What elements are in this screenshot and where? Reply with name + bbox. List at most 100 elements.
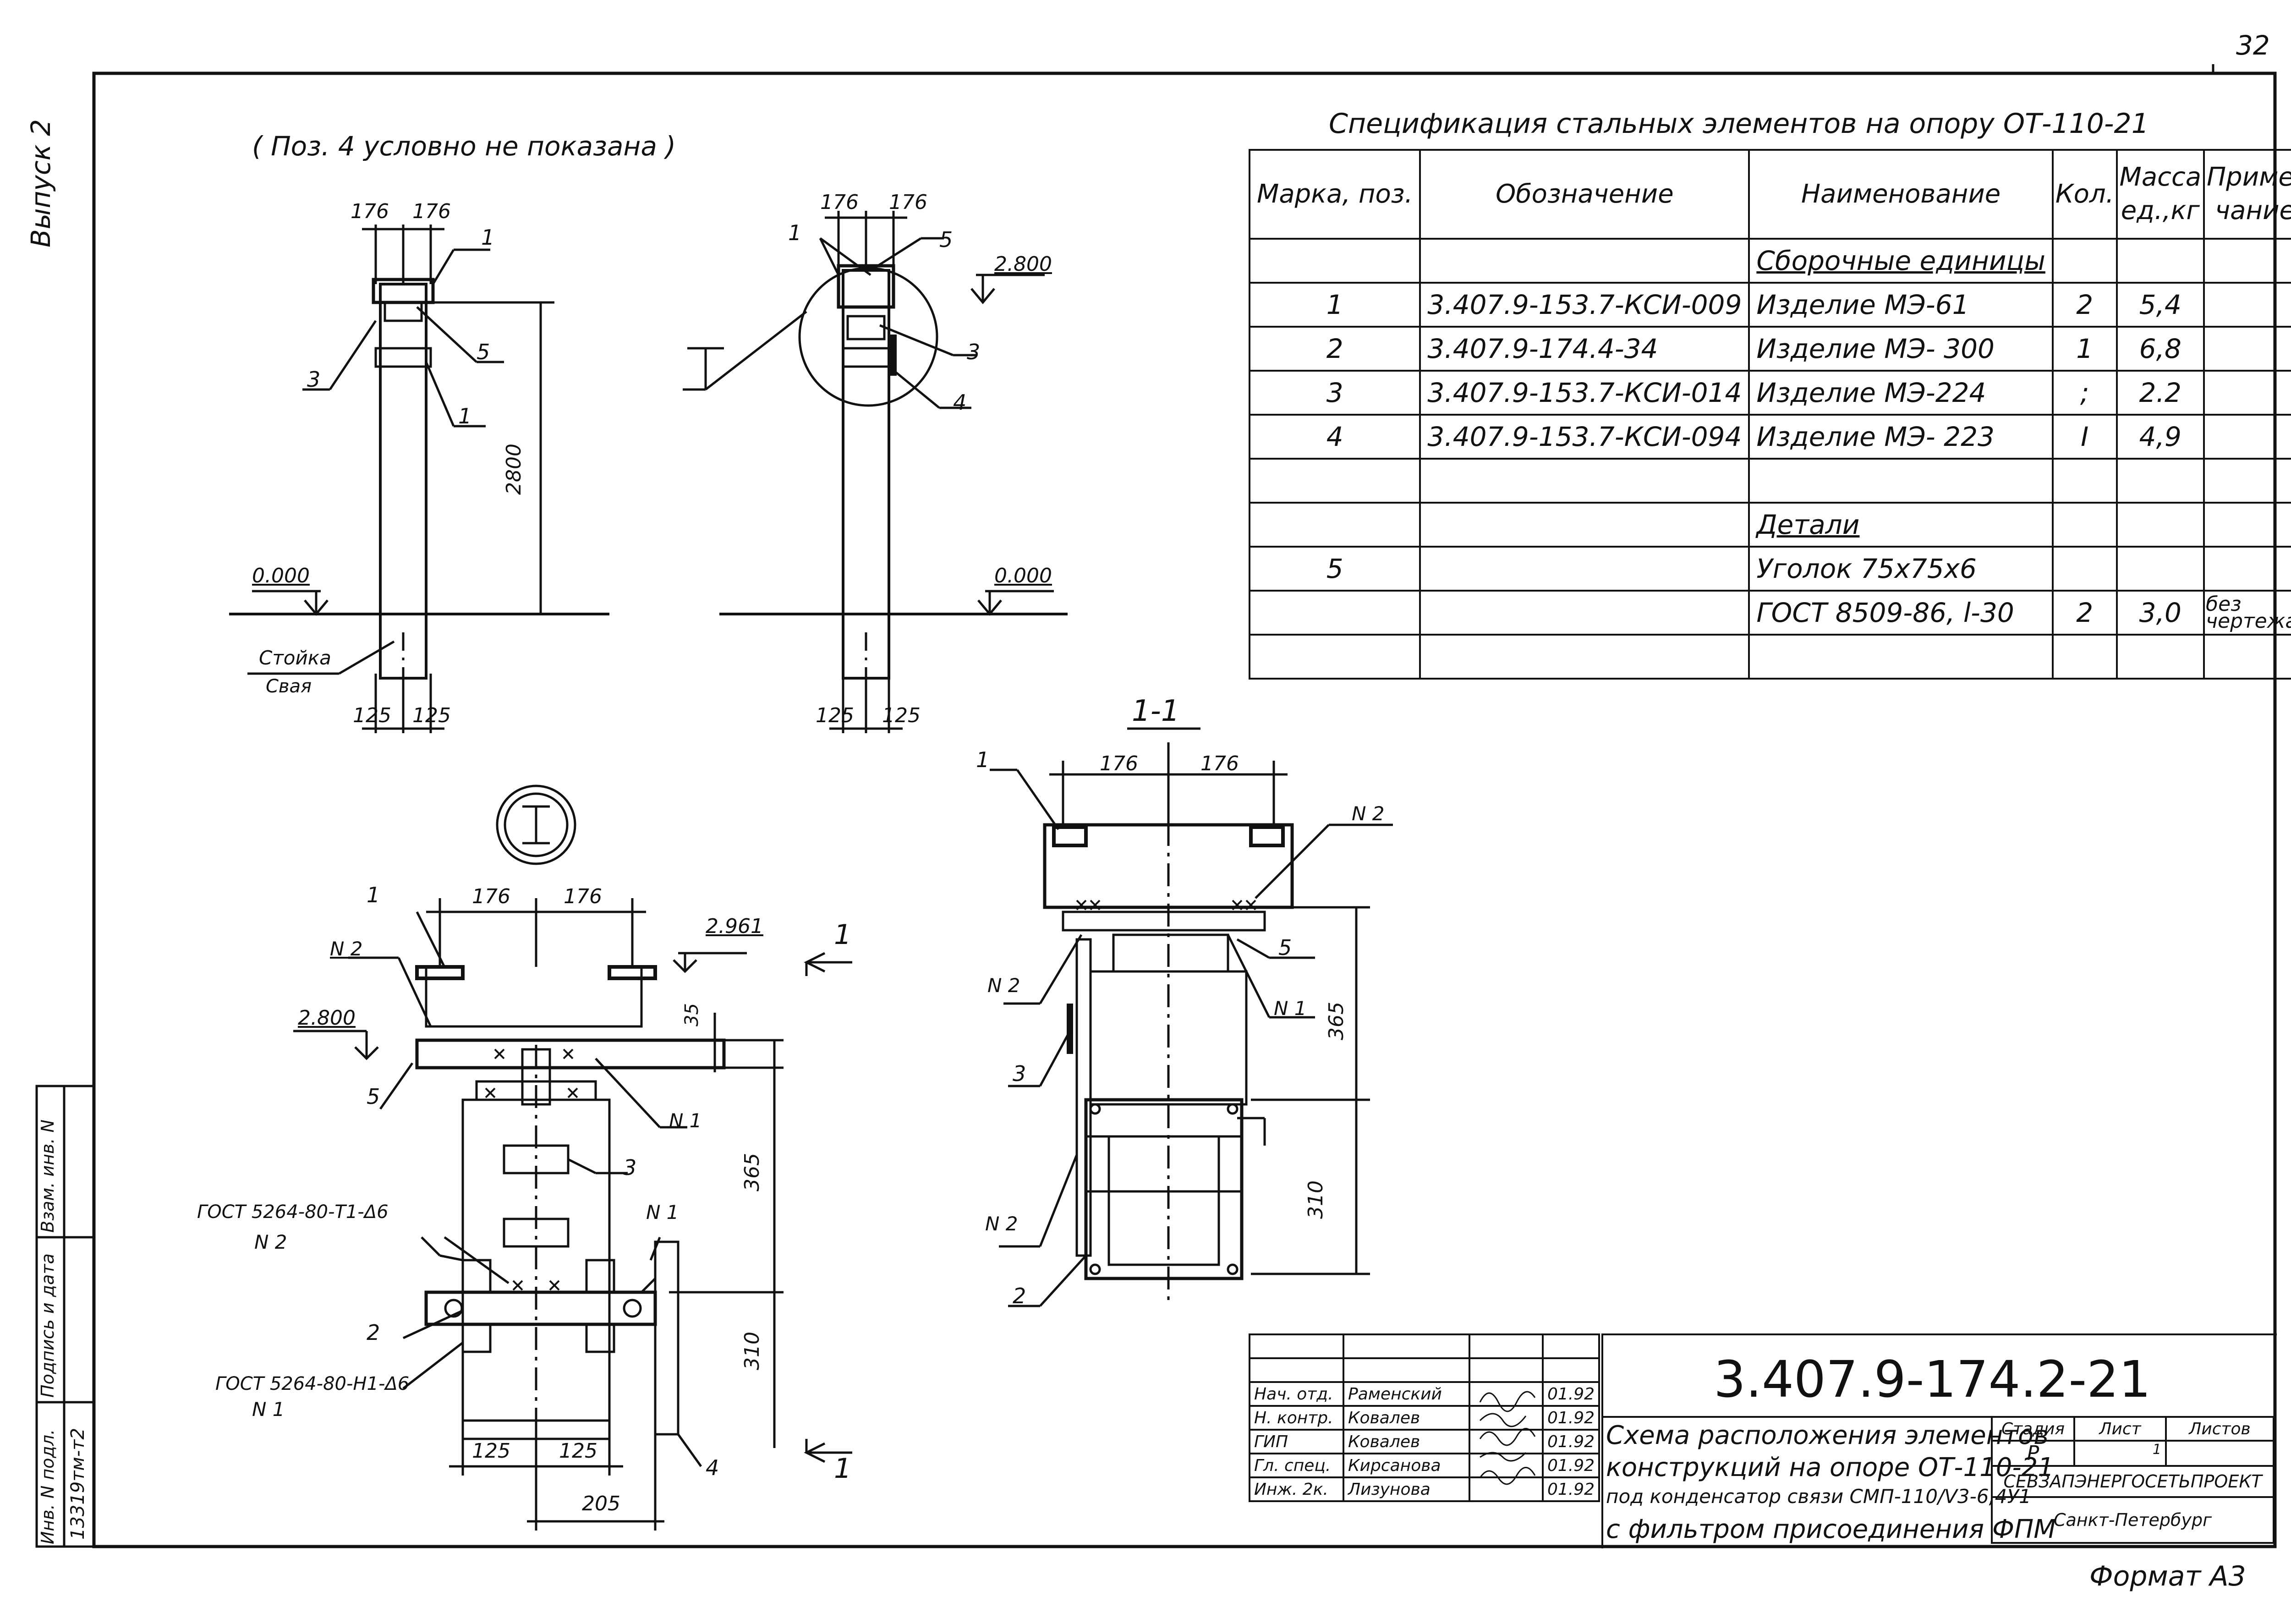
pos-3-b: 3	[967, 340, 981, 364]
pos-5-a: 5	[477, 340, 490, 364]
title-line-4: с фильтром присоединения ФПМ	[1606, 1514, 2056, 1544]
spec-cell-note	[2203, 458, 2291, 504]
spec-row	[1248, 634, 2291, 680]
weld-n2-c: N 2	[1352, 802, 1385, 825]
pos-3-a: 3	[307, 367, 321, 392]
title-block-stage: Стадия Лист Листов Р 1 СЕВЗАПЭНЕРГОСЕТЬП…	[1991, 1416, 2275, 1544]
spec-cell-mass: 5,4	[2116, 282, 2205, 328]
pos-1-e: 1	[976, 747, 990, 772]
dim-176-a: 176	[351, 200, 389, 223]
spec-cell-pos	[1248, 590, 1421, 636]
pos-1-d: 1	[367, 883, 380, 907]
dim-176-c: 176	[820, 191, 859, 214]
spec-header-note: Приме-чание	[2203, 149, 2291, 240]
signoff-date: 01.92	[1541, 1453, 1600, 1478]
org-city: Санкт-Петербург	[1991, 1496, 2275, 1544]
org-name: СЕВЗАПЭНЕРГОСЕТЬПРОЕКТ	[1991, 1465, 2275, 1498]
pos-3-c: 3	[623, 1155, 637, 1180]
spec-cell-note: без чертежа	[2203, 590, 2291, 636]
spec-cell-mass	[2116, 238, 2205, 284]
signoff-role: ГИП	[1249, 1429, 1344, 1454]
spec-cell-note	[2203, 414, 2291, 460]
signoff-name: Ковалев	[1343, 1429, 1470, 1454]
spec-cell-name: Изделие МЭ-224	[1748, 370, 2054, 416]
margin-sign-date: Подпись и дата	[38, 1253, 58, 1398]
signoff-role: Гл. спец.	[1249, 1453, 1344, 1478]
spec-cell-name	[1748, 458, 2054, 504]
spec-cell-name: Изделие МЭ- 223	[1748, 414, 2054, 460]
title-block-frame	[1601, 1333, 2277, 1548]
dim-365-node: 365	[740, 1153, 764, 1191]
spec-header-mass: Масса ед.,кг	[2116, 149, 2205, 240]
spec-cell-mass: 6,8	[2116, 326, 2205, 372]
pos-2-a: 2	[367, 1320, 380, 1345]
spec-cell-note	[2203, 370, 2291, 416]
spec-table: Марка, поз. Обозначение Наименование Кол…	[1248, 149, 2291, 680]
spec-cell-qty	[2051, 238, 2118, 284]
dim-205: 205	[582, 1492, 620, 1515]
spec-cell-name: Изделие МЭ-61	[1748, 282, 2054, 328]
dim-365-sec: 365	[1325, 1002, 1348, 1040]
weld-n1-d: N 1	[1274, 997, 1307, 1020]
weld-n2-a: N 2	[330, 938, 363, 960]
spec-cell-pos	[1248, 458, 1421, 504]
dim-310-sec: 310	[1304, 1180, 1327, 1219]
signoff-name: Раменский	[1343, 1381, 1470, 1407]
spec-cell-code: 3.407.9-153.7-КСИ-014	[1419, 370, 1750, 416]
dim-125-a: 125	[353, 704, 391, 727]
sheet-frame	[92, 71, 2277, 1548]
dim-2800: 2800	[502, 444, 526, 495]
label-svaya: Свая	[266, 676, 312, 697]
pos-1-b: 1	[458, 404, 472, 428]
signoff-name: Лизунова	[1343, 1476, 1470, 1502]
elevation-middle	[683, 211, 1068, 733]
signoff-date: 01.92	[1541, 1476, 1600, 1502]
dim-125-c: 125	[816, 704, 854, 727]
spec-header-row: Марка, поз. Обозначение Наименование Кол…	[1248, 149, 2291, 240]
weld-n2-d: N 2	[987, 974, 1020, 997]
spec-cell-pos: 1	[1248, 282, 1421, 328]
spec-cell-pos: 5	[1248, 546, 1421, 592]
spec-cell-note	[2203, 326, 2291, 372]
signoff-signature	[1469, 1453, 1544, 1478]
spec-cell-qty	[2051, 458, 2118, 504]
weld-n1-b: N 1	[646, 1201, 679, 1223]
spec-cell-name: ГОСТ 8509-86, l-30	[1748, 590, 2054, 636]
title-line-2: конструкций на опоре ОТ-110-21	[1606, 1453, 2054, 1482]
spec-cell-name: Изделие МЭ- 300	[1748, 326, 2054, 372]
spec-cell-code	[1419, 546, 1750, 592]
margin-replace-inv: Взам. инв. N	[38, 1119, 58, 1233]
dim-310-node: 310	[740, 1332, 764, 1370]
doc-number: 3.407.9-174.2-21	[1714, 1350, 2151, 1409]
spec-cell-qty: 1	[2051, 326, 2118, 372]
signoff-date: 01.92	[1541, 1429, 1600, 1454]
spec-cell-mass	[2116, 546, 2205, 592]
spec-cell-qty: 2	[2051, 282, 2118, 328]
signoff-signature	[1469, 1429, 1544, 1454]
signoff-date: 01.92	[1541, 1405, 1600, 1431]
spec-cell-code	[1419, 590, 1750, 636]
pos-1-c: 1	[788, 220, 802, 245]
dim-176-e: 176	[472, 885, 510, 908]
node-detail	[293, 785, 852, 1531]
spec-header-qty: Кол.	[2051, 149, 2118, 240]
spec-cell-code: 3.407.9-153.7-КСИ-009	[1419, 282, 1750, 328]
spec-cell-note	[2203, 546, 2291, 592]
spec-row: Детали	[1248, 502, 2291, 548]
title-block-divider	[1601, 1416, 2275, 1418]
level-2800-node: 2.800	[298, 1006, 356, 1030]
spec-header-code: Обозначение	[1419, 149, 1750, 240]
pos-4-a: 4	[953, 390, 967, 415]
sheet-value: 1	[2073, 1440, 2167, 1467]
spec-cell-mass	[2116, 458, 2205, 504]
spec-cell-note	[2203, 634, 2291, 680]
signoff-role: Нач. отд.	[1249, 1381, 1344, 1407]
